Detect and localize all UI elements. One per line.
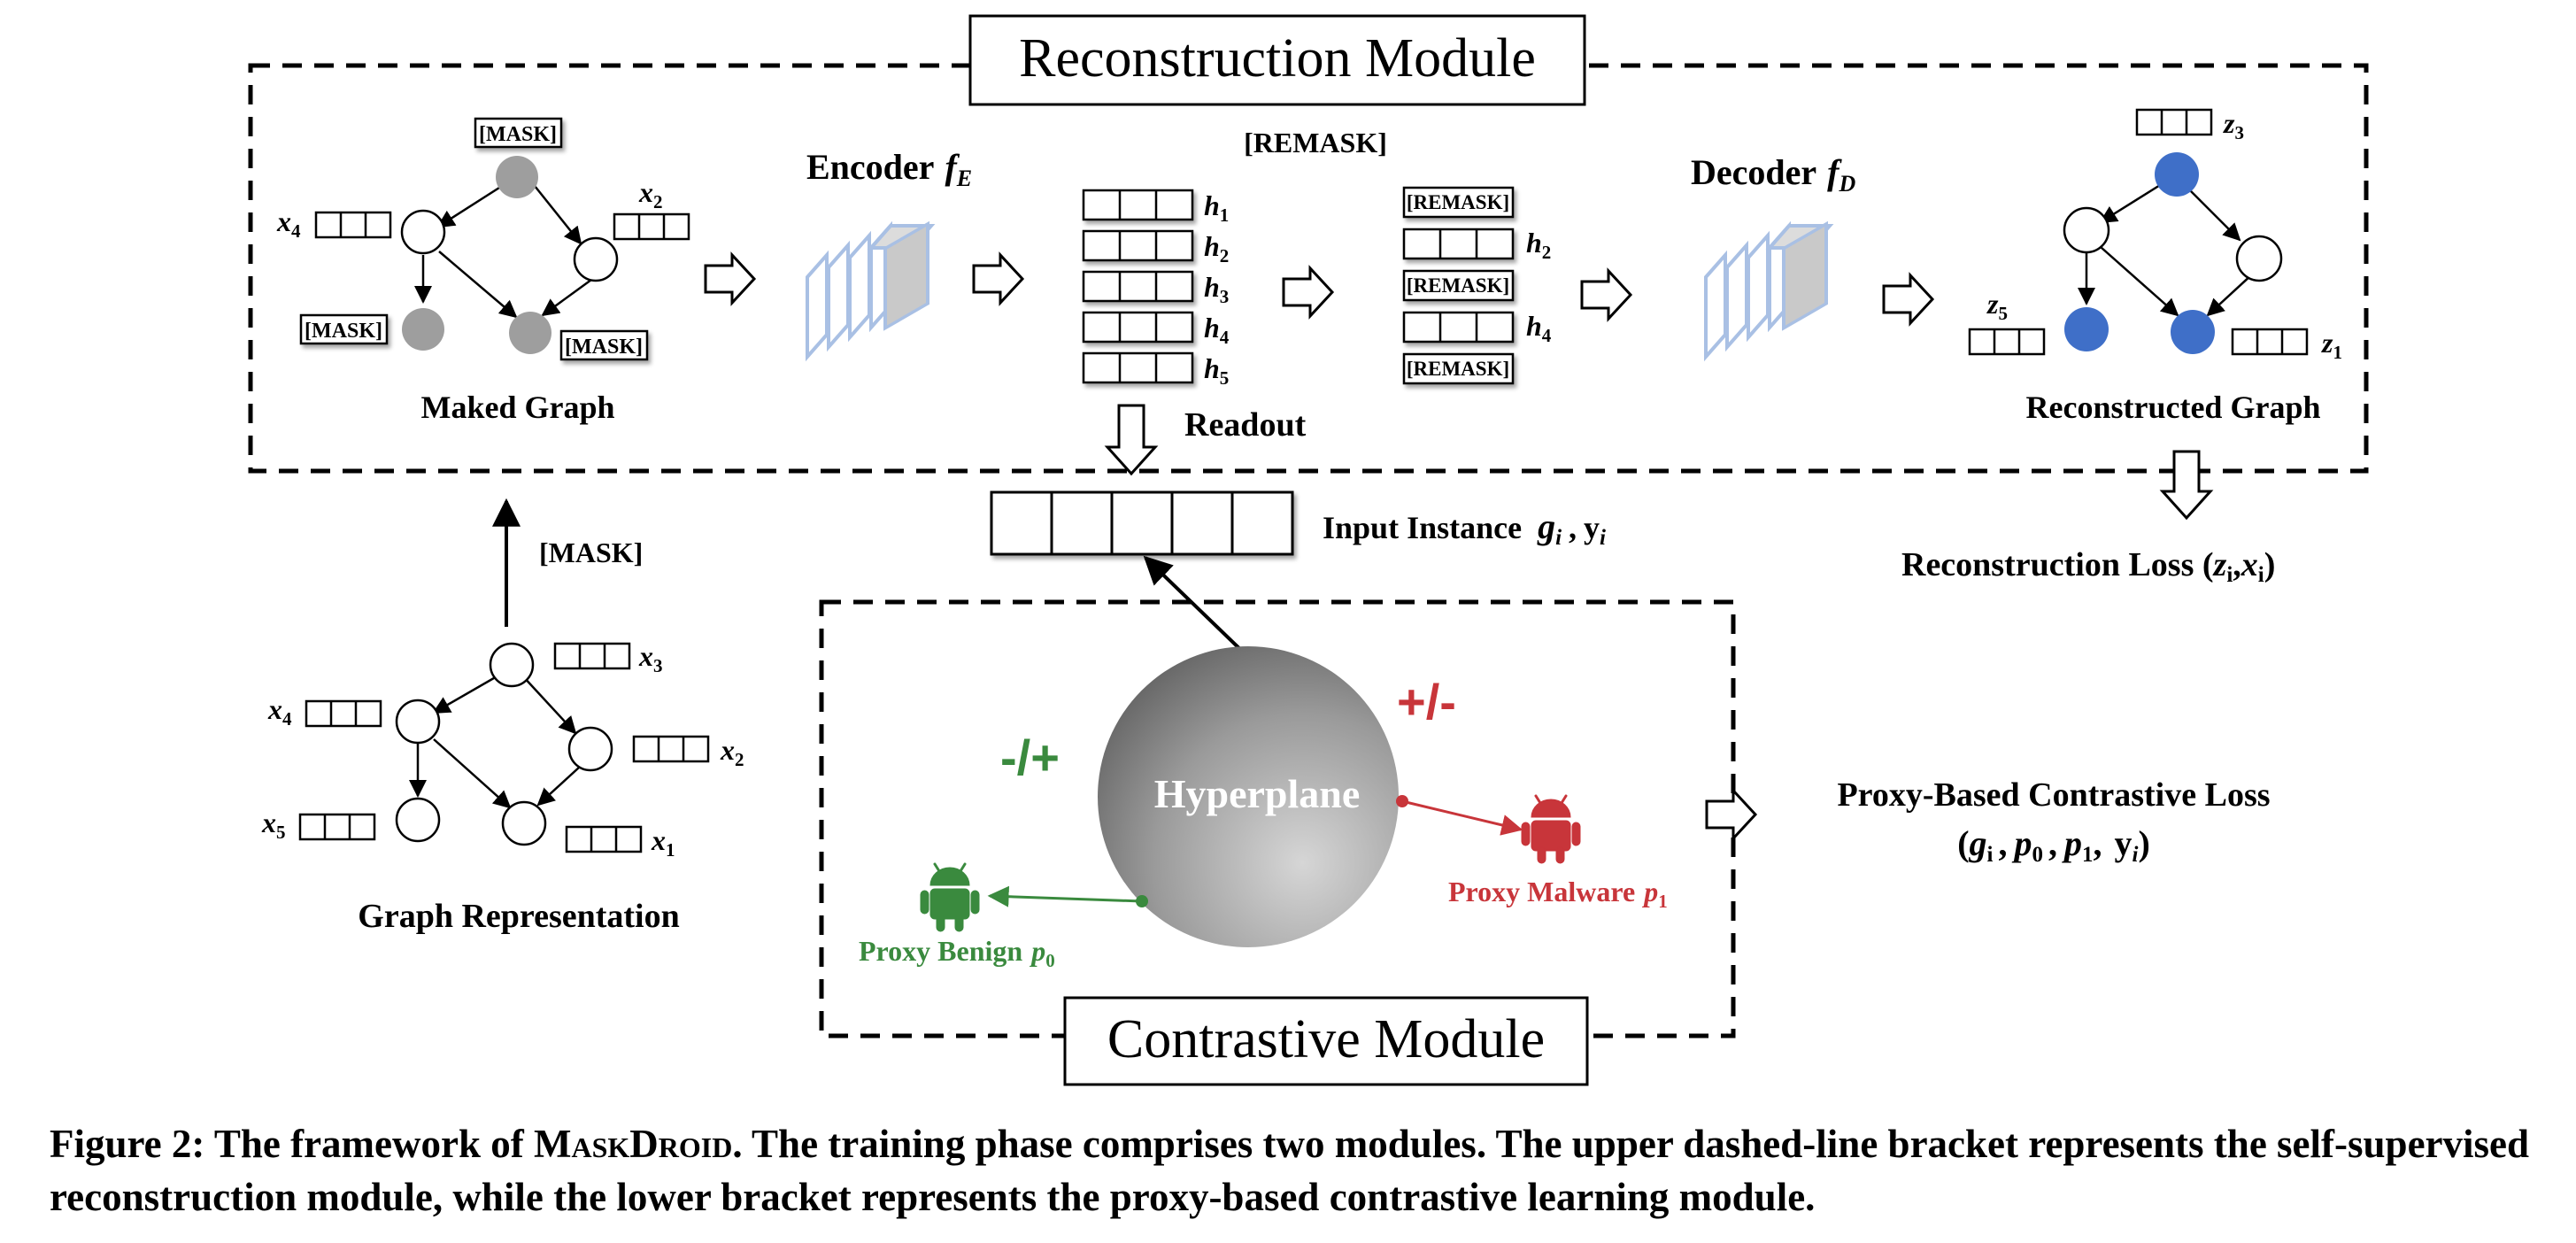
reconstruction-module: Reconstruction Module [MASK] [MASK] [MAS… (248, 14, 2369, 587)
remask-tokens: [REMASK] [REMASK] [REMASK] (1407, 191, 1509, 380)
mask-tag-left-text: [MASK] (305, 320, 382, 343)
label-g-x5: x5 (261, 807, 286, 843)
feature-vector-z5 (1968, 328, 2046, 356)
label-x4: x4 (276, 205, 301, 242)
graph-node-x1 (501, 800, 547, 846)
label-h5: h5 (1204, 352, 1229, 389)
label-h2: h2 (1204, 230, 1229, 266)
original-graph (395, 642, 613, 846)
contrastive-loss-line1: Proxy-Based Contrastive Loss (1837, 776, 2270, 814)
mask-tag-left (299, 313, 389, 345)
node-x2 (573, 236, 619, 282)
readout-arrow-icon (1104, 404, 1159, 476)
masked-graph (400, 156, 619, 354)
readout-label: Readout (1184, 406, 1307, 444)
label-x2: x2 (638, 176, 663, 212)
contrastive-title: Contrastive Module (1107, 1009, 1545, 1069)
recon-node-z3 (2155, 152, 2199, 197)
graph-feature-vectors (298, 642, 710, 853)
reconstructed-graph-label: Reconstructed Graph (2026, 390, 2321, 425)
hidden-labels: h1 h2 h3 h4 h5 (1204, 189, 1230, 389)
reconstruction-title: Reconstruction Module (1019, 28, 1536, 89)
recon-node-left (2063, 206, 2110, 254)
masked-node-left (402, 308, 444, 351)
benign-sign: -/+ (1000, 730, 1060, 785)
contrastive-title-box (1063, 996, 1589, 1086)
recon-node-z5 (2064, 307, 2109, 351)
label-z5: z5 (1986, 288, 2008, 324)
mask-tag-right-text: [MASK] (565, 336, 643, 359)
remask-token-3: [REMASK] (1407, 274, 1509, 297)
node-x4 (400, 209, 446, 255)
label-g-x3: x3 (638, 640, 663, 676)
malware-proxy-arrow (1401, 799, 1523, 836)
label-z1: z1 (2321, 327, 2342, 363)
reconstruction-title-box (968, 14, 1586, 106)
masked-graph-label: Maked Graph (420, 390, 614, 425)
hollow-arrow-icon (704, 251, 1935, 327)
hyperplane-sphere (1098, 646, 1399, 947)
mask-tag-top (474, 117, 563, 149)
graph-feature-labels: x3 x4 x2 x5 x1 (261, 640, 744, 861)
label-h3: h3 (1204, 271, 1229, 307)
graph-node-x3 (489, 642, 535, 688)
android-benign-icon (919, 862, 981, 933)
hidden-vectors (1082, 189, 1194, 384)
encoder-block (806, 220, 936, 362)
reconstruction-loss: Reconstruction Loss (zi,xi) (1901, 546, 2275, 587)
feature-vector-z1 (2231, 328, 2309, 356)
contrastive-loss-arrow-icon (1705, 787, 1758, 842)
graph-node-x4 (395, 699, 441, 745)
feature-vector-x4 (314, 211, 392, 239)
figure-caption: Figure 2: The framework of MaskDroid. Th… (50, 1117, 2546, 1224)
remask-token-5: [REMASK] (1407, 358, 1509, 380)
feature-vector-x2 (613, 212, 690, 241)
contrastive-loss-line2: (gi,p0,p1,yi) (1957, 823, 2150, 867)
feature-vector-z3 (2135, 108, 2213, 136)
mask-tag-top-text: [MASK] (479, 123, 557, 146)
framework-diagram: Reconstruction Module [MASK] [MASK] [MAS… (248, 14, 2369, 1086)
mask-up-label: [MASK] (539, 537, 643, 568)
hyperplane-to-input-arrow (1143, 555, 1250, 659)
mask-tag-right (559, 329, 649, 361)
decoder-block (1704, 220, 1834, 362)
remask-header: [REMASK] (1244, 127, 1387, 158)
label-g-x1: x1 (651, 824, 675, 861)
label-h1: h1 (1204, 189, 1229, 226)
benign-proxy-arrow (987, 885, 1143, 907)
masked-node-right (509, 312, 551, 354)
caption-prefix: Figure 2: The framework of (50, 1122, 534, 1166)
remasked-vectors (1402, 186, 1515, 385)
caption-rest: . The training phase comprises two modul… (50, 1122, 2530, 1219)
graph-node-x5 (395, 797, 441, 843)
recon-node-right (2235, 235, 2283, 282)
label-z3: z3 (2223, 107, 2244, 143)
label-g-x4: x4 (267, 693, 292, 730)
graph-representation: [MASK] x3 x4 x2 x5 x1 Graph Rep (261, 498, 744, 935)
reconstructed-graph (2063, 152, 2283, 354)
android-malware-icon (1520, 794, 1582, 865)
graph-representation-label: Graph Representation (358, 898, 679, 935)
hyperplane-label: Hyperplane (1154, 771, 1361, 816)
recon-node-z1 (2171, 310, 2215, 354)
label-h4: h4 (1204, 312, 1230, 348)
remask-labels: h2 h4 (1526, 227, 1552, 346)
label-remask-h4: h4 (1526, 310, 1552, 346)
label-g-x2: x2 (720, 734, 744, 770)
masked-node-top (496, 156, 538, 198)
malware-sign: +/- (1397, 674, 1456, 730)
caption-system-name: MaskDroid (534, 1122, 733, 1166)
label-remask-h2: h2 (1526, 227, 1551, 263)
loss-arrow-icon (2159, 450, 2214, 521)
graph-node-x2 (567, 726, 613, 772)
remask-token-1: [REMASK] (1407, 191, 1509, 213)
